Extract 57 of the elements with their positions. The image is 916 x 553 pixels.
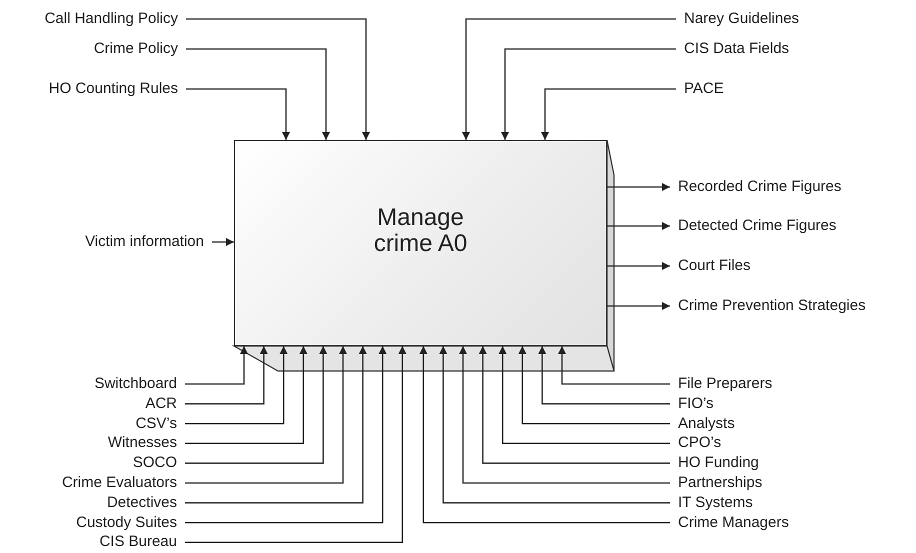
arrow [185, 346, 347, 484]
arrow [462, 18, 676, 140]
arrow [186, 18, 370, 140]
arrow [541, 88, 676, 140]
arrow [185, 346, 268, 404]
arrow [478, 346, 670, 464]
mechanism-label: HO Funding [670, 454, 767, 472]
arrow [185, 346, 406, 544]
mechanism-label: Witnesses [100, 434, 185, 452]
arrow [186, 48, 330, 140]
mechanism-label: Analysts [670, 414, 743, 433]
control-label: Narey Guidelines [676, 10, 808, 28]
arrow [212, 238, 234, 246]
arrow [538, 346, 670, 404]
arrow [439, 346, 670, 504]
output-label: Recorded Crime Figures [670, 178, 850, 196]
mechanism-label: CPO’s [670, 434, 730, 452]
arrow [185, 346, 328, 464]
arrow [607, 222, 670, 230]
mechanism-label: File Preparers [670, 375, 780, 393]
arrow [607, 302, 670, 310]
arrow [459, 346, 670, 484]
arrow [185, 346, 248, 385]
arrow [185, 346, 288, 424]
mechanism-label: IT Systems [670, 494, 761, 512]
arrow [419, 346, 670, 524]
control-label: CIS Data Fields [676, 40, 798, 58]
arrow [501, 48, 676, 140]
arrow [558, 346, 670, 385]
input-label: Victim information [77, 233, 212, 251]
mechanism-label: CIS Bureau [91, 533, 185, 552]
control-label: HO Counting Rules [40, 80, 186, 98]
arrow [185, 346, 367, 504]
control-label: Crime Policy [86, 40, 186, 58]
mechanism-label: Crime Evaluators [54, 474, 185, 492]
arrow [518, 346, 670, 424]
arrow [607, 183, 670, 191]
output-label: Court Files [670, 257, 759, 275]
mechanism-label: Partnerships [670, 474, 770, 492]
arrow [185, 346, 387, 524]
output-label: Crime Prevention Strategies [670, 297, 874, 315]
output-label: Detected Crime Figures [670, 217, 844, 235]
mechanism-label: Crime Managers [670, 514, 797, 532]
mechanism-label: SOCO [124, 454, 185, 472]
arrow [607, 262, 670, 270]
arrow [186, 88, 290, 140]
control-label: PACE [676, 80, 732, 98]
mechanism-label: FIO’s [670, 394, 722, 413]
mechanism-label: Switchboard [86, 375, 185, 393]
mechanism-label: Detectives [98, 494, 185, 512]
control-label: Call Handling Policy [36, 10, 186, 28]
mechanism-label: Custody Suites [68, 514, 185, 532]
mechanism-label: ACR [137, 394, 185, 413]
arrow [185, 346, 308, 444]
mechanism-label: CSV’s [128, 414, 185, 433]
activity-box: Manage crime A0 [234, 140, 607, 346]
arrow [498, 346, 670, 444]
